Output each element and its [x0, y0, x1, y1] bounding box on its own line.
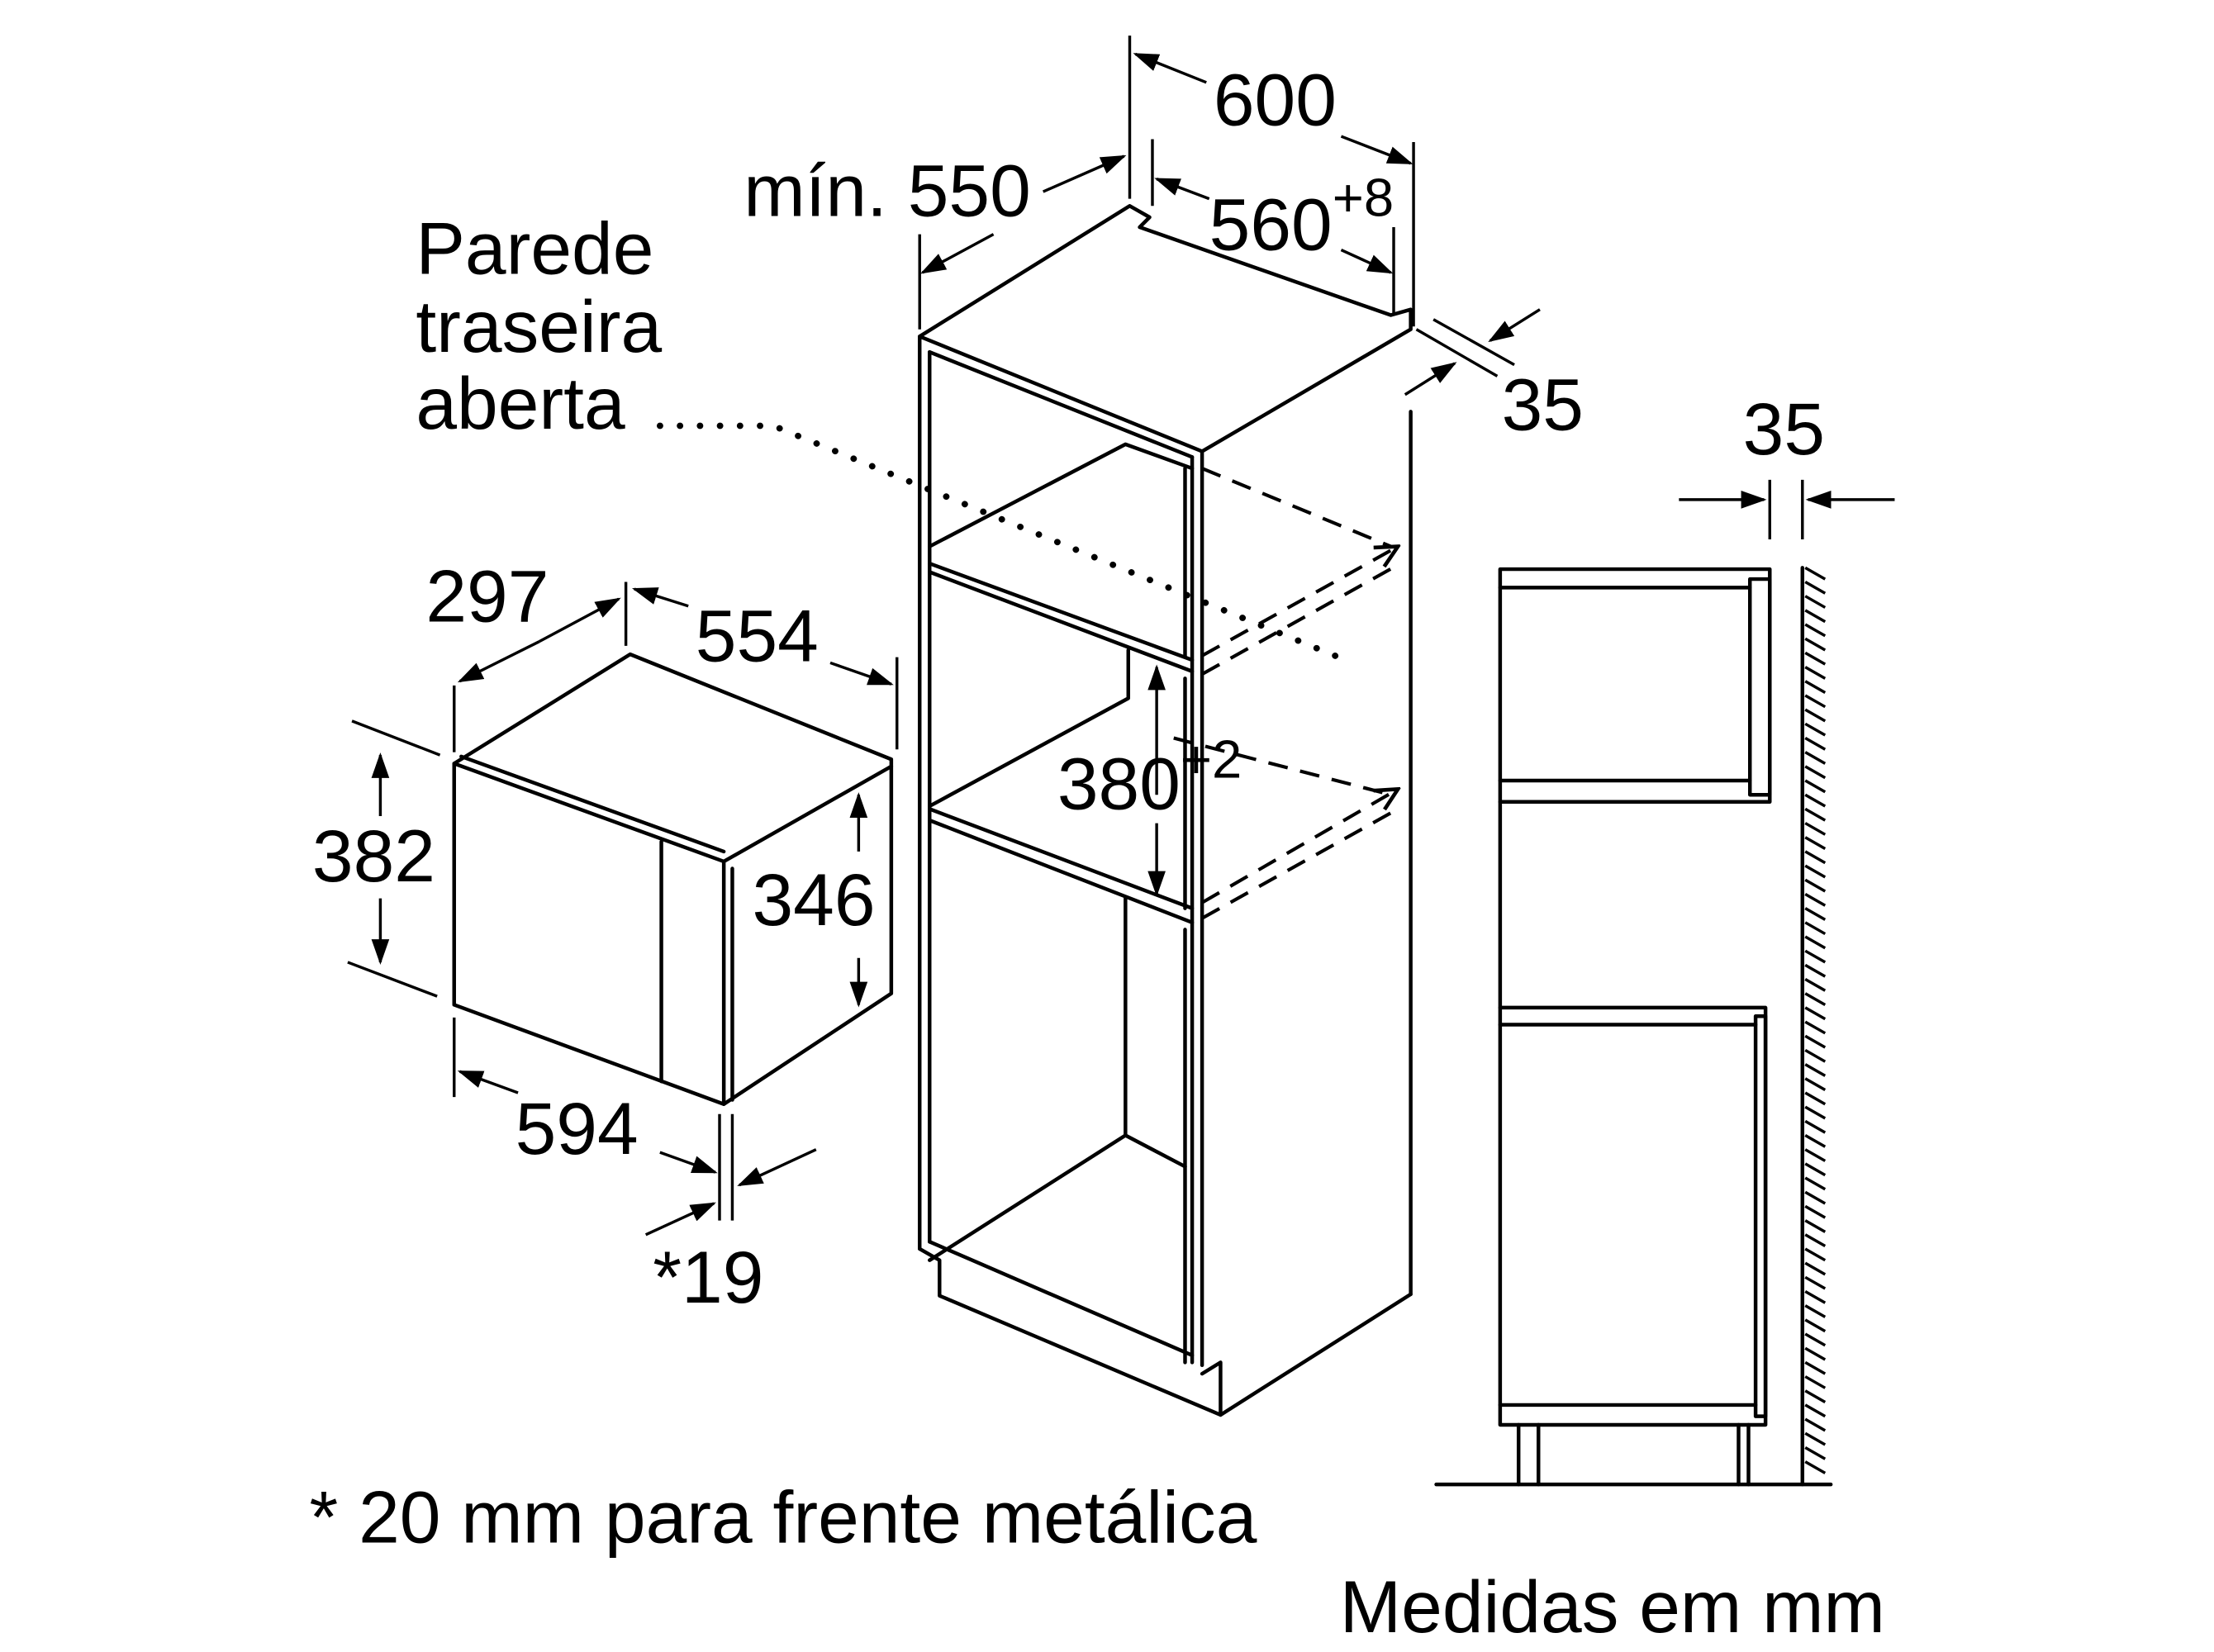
niche-height-tolerance: +2: [1181, 729, 1242, 790]
side-offset-label: 35: [1743, 387, 1825, 470]
rear-wall-label-line2: traseira: [416, 285, 662, 368]
cabinet-width-label: 600: [1214, 58, 1337, 140]
footnote: * 20 mm para frente metálica: [310, 1476, 1257, 1559]
appliance-width-front-label: 594: [515, 1087, 639, 1170]
appliance-front-thickness-label: *19: [653, 1236, 763, 1318]
appliance-depth-label: 297: [425, 555, 549, 638]
cabinet-min-depth-label: mín. 550: [744, 149, 1031, 231]
niche-width-tolerance: +8: [1333, 167, 1394, 227]
microwave-dimensions: [347, 582, 899, 1237]
rear-wall-label-line1: Parede: [416, 207, 653, 290]
units-note: Medidas em mm: [1340, 1565, 1885, 1648]
appliance-body-height-label: 346: [753, 858, 876, 941]
niche-width-value: 560: [1209, 183, 1333, 266]
side-view: [1434, 479, 1895, 1487]
appliance-height-label: 382: [312, 814, 435, 897]
niche-width-label: 560+8: [1209, 167, 1394, 265]
niche-height-label: 380+2: [1057, 729, 1242, 825]
niche-height-value: 380: [1057, 742, 1181, 824]
rear-wall-label-line3: aberta: [416, 362, 625, 444]
front-offset-label: 35: [1502, 363, 1584, 446]
appliance-width-top-label: 554: [696, 595, 819, 677]
microwave-appliance: [452, 652, 894, 1106]
cabinet-dimensions: [918, 36, 1541, 897]
tall-cabinet: [656, 204, 1413, 1417]
